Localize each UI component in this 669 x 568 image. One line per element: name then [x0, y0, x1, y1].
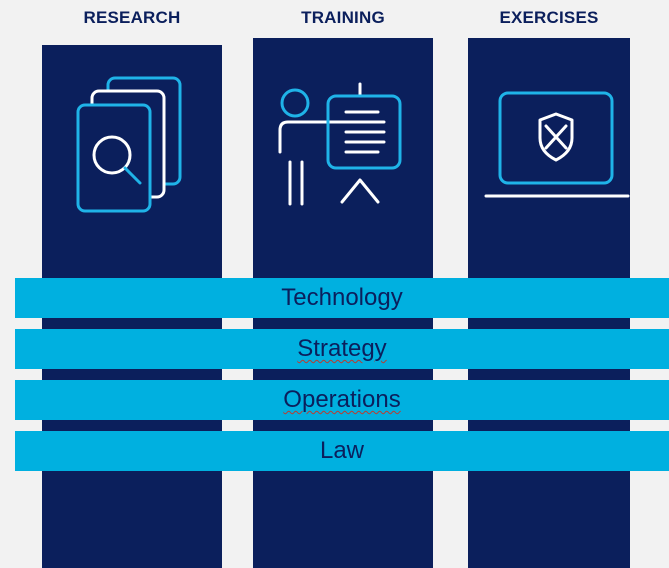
documents-magnifier-icon: [76, 76, 182, 213]
band-label-law: Law: [319, 437, 365, 464]
pillar-title-exercises: EXERCISES: [499, 8, 599, 27]
pillar-title-training: TRAINING: [301, 8, 385, 27]
band-law: Law: [15, 431, 669, 471]
band-technology: Technology: [15, 278, 669, 318]
band-operations: Operations: [15, 380, 669, 420]
laptop-shield-icon: [484, 91, 630, 198]
presenter-board-icon: [278, 82, 402, 206]
band-label-strategy: Strategy: [297, 335, 387, 362]
band-label-operations: Operations: [283, 386, 401, 413]
band-label-technology: Technology: [281, 284, 403, 311]
band-strategy: Strategy: [15, 329, 669, 369]
pillar-title-research: RESEARCH: [83, 8, 181, 27]
